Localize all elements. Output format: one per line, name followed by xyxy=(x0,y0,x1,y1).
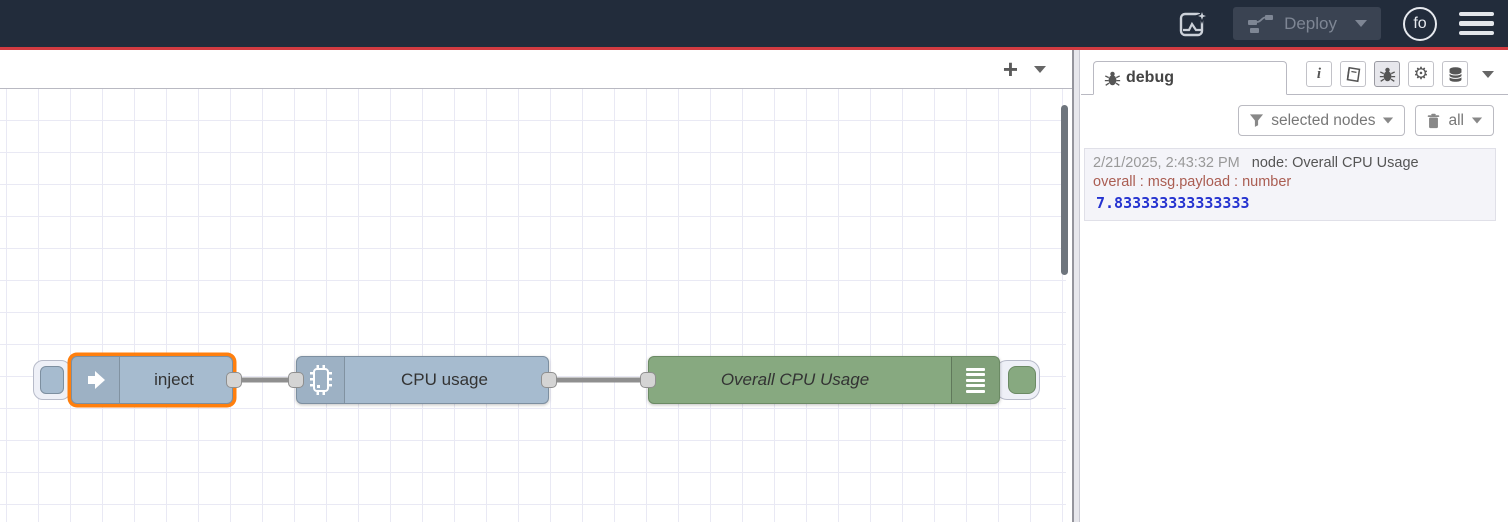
sidebar-help-button[interactable] xyxy=(1340,61,1366,87)
debug-filter-button[interactable]: selected nodes xyxy=(1238,105,1406,136)
book-icon xyxy=(1345,66,1362,83)
bug-icon xyxy=(1104,70,1121,87)
node-label: Overall CPU Usage xyxy=(720,370,870,389)
debug-input-port[interactable] xyxy=(640,372,656,388)
deploy-button-label: Deploy xyxy=(1284,13,1337,33)
inject-icon-region xyxy=(72,357,120,403)
sidebar-resize-handle[interactable] xyxy=(1072,50,1080,522)
cpu-output-port[interactable] xyxy=(541,372,557,388)
trash-icon xyxy=(1426,113,1441,129)
filter-caret-icon xyxy=(1383,117,1394,124)
debug-toolbar: selected nodes all xyxy=(1081,95,1508,144)
debug-message-header: 2/21/2025, 2:43:32 PM node: Overall CPU … xyxy=(1093,155,1487,171)
node-inject[interactable]: inject xyxy=(71,356,233,404)
workspace-tab-bar: + xyxy=(0,50,1072,89)
main-menu-button[interactable] xyxy=(1459,8,1494,40)
hamburger-icon xyxy=(1459,11,1494,17)
tab-debug[interactable]: debug xyxy=(1093,61,1287,95)
cpu-icon-region xyxy=(297,357,345,403)
cpu-input-port[interactable] xyxy=(288,372,304,388)
deploy-button[interactable]: Deploy xyxy=(1233,7,1381,40)
debug-filter-label: selected nodes xyxy=(1271,111,1376,129)
sidebar-tab-bar: debug i xyxy=(1081,50,1508,95)
debug-list-icon xyxy=(966,367,985,393)
debug-clear-label: all xyxy=(1448,111,1464,129)
debug-toggle-face xyxy=(1007,366,1036,394)
avatar-initials: fo xyxy=(1413,14,1427,32)
inject-output-port[interactable] xyxy=(226,372,242,388)
debug-message-timestamp: 2/21/2025, 2:43:32 PM xyxy=(1093,155,1240,171)
sidebar-config-button[interactable]: ⚙ xyxy=(1408,61,1434,87)
sidebar-info-button[interactable]: i xyxy=(1306,61,1332,87)
node-debug-overall-cpu[interactable]: Overall CPU Usage xyxy=(648,356,1000,404)
node-label: CPU usage xyxy=(401,370,488,389)
ai-flow-sparkle-icon xyxy=(1175,6,1211,42)
node-label: inject xyxy=(154,370,194,389)
filter-funnel-icon xyxy=(1249,113,1264,128)
debug-clear-button[interactable]: all xyxy=(1415,105,1494,136)
debug-enable-toggle[interactable] xyxy=(995,360,1040,400)
sidebar-options-caret[interactable] xyxy=(1482,70,1494,78)
debug-message[interactable]: 2/21/2025, 2:43:32 PM node: Overall CPU … xyxy=(1084,148,1496,221)
flow-list-caret[interactable] xyxy=(1034,65,1046,73)
flow-canvas[interactable] xyxy=(0,89,1066,522)
debug-message-node: node: Overall CPU Usage xyxy=(1251,155,1419,171)
node-cpu-usage[interactable]: CPU usage xyxy=(296,356,549,404)
inject-arrow-icon xyxy=(83,367,109,393)
add-flow-button[interactable]: + xyxy=(1002,54,1018,84)
cpu-chip-icon xyxy=(307,364,335,396)
sidebar-context-button[interactable] xyxy=(1442,61,1468,87)
clear-caret-icon xyxy=(1471,117,1483,124)
header-accent-line xyxy=(0,47,1508,50)
canvas-vertical-scrollbar[interactable] xyxy=(1061,105,1068,275)
inject-trigger-button[interactable] xyxy=(33,360,71,400)
debug-message-value[interactable]: 7.833333333333333 xyxy=(1096,194,1250,212)
database-icon xyxy=(1447,66,1464,83)
inject-button-face xyxy=(40,366,64,394)
sidebar-debug-button[interactable] xyxy=(1374,61,1400,87)
tab-debug-label: debug xyxy=(1126,69,1174,86)
debug-sidebar: debug i xyxy=(1081,50,1508,522)
user-avatar[interactable]: fo xyxy=(1403,6,1437,41)
deploy-icon xyxy=(1247,14,1274,34)
ai-assistant-button[interactable] xyxy=(1175,6,1211,42)
deploy-options-caret[interactable] xyxy=(1355,20,1367,27)
info-icon: i xyxy=(1316,65,1322,82)
gear-icon: ⚙ xyxy=(1413,64,1429,83)
debug-icon-region xyxy=(951,357,999,403)
debug-message-property: overall : msg.payload : number xyxy=(1093,174,1292,190)
bug-icon xyxy=(1379,66,1396,83)
